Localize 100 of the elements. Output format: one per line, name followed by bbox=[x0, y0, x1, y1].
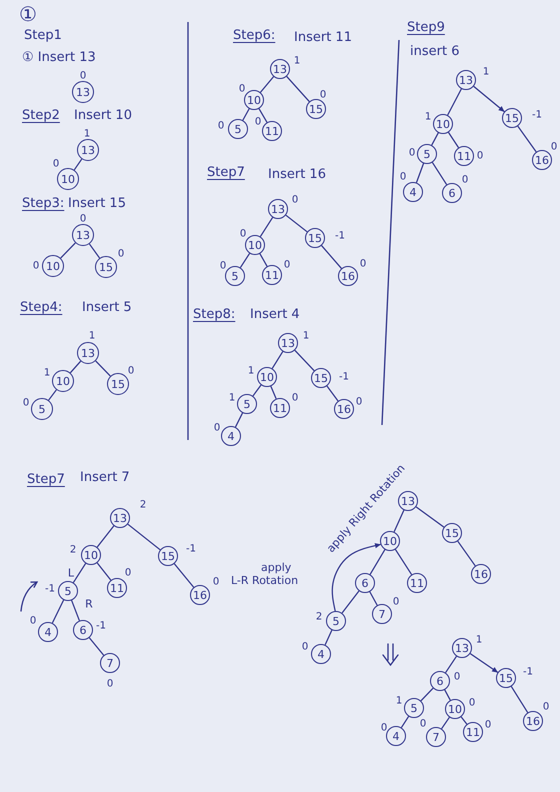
tree-edge bbox=[510, 686, 528, 713]
step-instruction: ① Insert 13 bbox=[22, 50, 96, 66]
balance-factor: 1 bbox=[396, 696, 402, 706]
tree-node: 5 bbox=[58, 581, 78, 601]
tree-node: 10 bbox=[42, 255, 64, 277]
balance-factor: 0 bbox=[420, 718, 426, 730]
step-heading: Step7 bbox=[27, 472, 65, 488]
balance-factor: 1 bbox=[248, 366, 254, 376]
tree-node: 15 bbox=[306, 99, 326, 119]
tree-node: 5 bbox=[404, 698, 424, 718]
tree-edge bbox=[431, 132, 439, 146]
tree-node: 13 bbox=[270, 59, 290, 79]
tree-edge bbox=[369, 591, 378, 606]
balance-factor: -1 bbox=[523, 666, 533, 678]
balance-factor: 0 bbox=[400, 172, 406, 182]
tree-node: 11 bbox=[454, 146, 474, 166]
tree-edge bbox=[174, 563, 194, 588]
tree-node: 7 bbox=[100, 653, 120, 673]
tree-edge bbox=[445, 656, 457, 674]
tree-node: 10 bbox=[81, 545, 101, 565]
tree-node: 13 bbox=[110, 508, 130, 528]
step-heading: Step3: bbox=[22, 196, 64, 212]
balance-factor: 0 bbox=[462, 174, 468, 186]
tree-edge bbox=[242, 108, 250, 121]
tree-node: 6 bbox=[430, 671, 450, 691]
rotation-note: apply L-R Rotation bbox=[231, 561, 300, 588]
tree-edge bbox=[324, 630, 332, 646]
tree-edge bbox=[72, 563, 86, 583]
tree-node: 11 bbox=[463, 722, 483, 742]
tree-node: 7 bbox=[426, 727, 446, 747]
balance-factor: -1 bbox=[532, 110, 542, 120]
tree-node: 10 bbox=[257, 367, 277, 387]
balance-factor: 2 bbox=[316, 612, 322, 622]
tree-edge bbox=[96, 562, 112, 581]
tree-node: 11 bbox=[107, 578, 127, 598]
tree-edge bbox=[420, 688, 434, 702]
balance-factor: 0 bbox=[392, 596, 400, 608]
step-instruction: Insert 16 bbox=[268, 167, 326, 183]
arrow bbox=[473, 86, 505, 112]
tree-node: 4 bbox=[38, 622, 58, 642]
step-instruction: Insert 11 bbox=[294, 30, 352, 46]
tree-node: 5 bbox=[31, 398, 53, 420]
balance-factor: 0 bbox=[292, 392, 298, 404]
balance-factor: 0 bbox=[106, 678, 114, 690]
tree-node: 16 bbox=[523, 711, 543, 731]
balance-factor: 0 bbox=[302, 642, 308, 652]
tree-node: 13 bbox=[268, 199, 288, 219]
tree-node: 15 bbox=[442, 523, 462, 543]
tree-node: 10 bbox=[433, 114, 453, 134]
step-instruction: Insert 5 bbox=[82, 300, 132, 316]
tree-node: 11 bbox=[407, 573, 427, 593]
tree-node: 15 bbox=[158, 546, 178, 566]
tree-node: 13 bbox=[72, 224, 94, 246]
balance-factor: 1 bbox=[302, 330, 310, 342]
tree-edge bbox=[448, 132, 460, 148]
tree-edge bbox=[71, 600, 80, 621]
tree-node: 13 bbox=[452, 638, 472, 658]
balance-factor: 0 bbox=[30, 616, 36, 626]
step-instruction: Insert 7 bbox=[80, 470, 130, 486]
arrow bbox=[470, 653, 498, 673]
tree-edge bbox=[286, 214, 308, 232]
tree-edge bbox=[517, 126, 537, 152]
step-heading: Step9 bbox=[407, 20, 445, 36]
tree-node: 4 bbox=[403, 182, 423, 202]
balance-factor: 0 bbox=[124, 568, 132, 578]
tree-node: 15 bbox=[107, 373, 129, 395]
tree-edge bbox=[432, 162, 448, 185]
tree-node: 10 bbox=[244, 90, 264, 110]
tree-edge bbox=[74, 158, 82, 170]
tree-node: 11 bbox=[270, 398, 290, 418]
balance-factor: 1 bbox=[482, 66, 490, 78]
step-heading: Step7 bbox=[207, 165, 245, 181]
page-number: ① bbox=[19, 2, 37, 26]
tree-edge bbox=[321, 245, 342, 269]
tree-node: 16 bbox=[334, 399, 354, 419]
balance-factor: 0 bbox=[80, 214, 86, 224]
tree-node: 15 bbox=[502, 108, 522, 128]
tree-node: 10 bbox=[52, 370, 74, 392]
tree-edge bbox=[95, 360, 111, 377]
step-heading: Step4: bbox=[20, 300, 62, 316]
tree-edge bbox=[270, 386, 277, 400]
balance-factor: 0 bbox=[118, 248, 124, 260]
tree-node: 5 bbox=[237, 394, 257, 414]
tree-node: 10 bbox=[57, 168, 79, 190]
balance-factor: 1 bbox=[84, 128, 90, 140]
tree-edge bbox=[259, 253, 268, 267]
balance-factor: 0 bbox=[408, 148, 416, 158]
tree-node: 15 bbox=[496, 668, 516, 688]
balance-factor: 0 bbox=[220, 260, 226, 272]
tree-node: 10 bbox=[445, 699, 465, 719]
balance-factor: 0 bbox=[380, 722, 388, 734]
balance-factor: 2 bbox=[70, 544, 76, 556]
balance-factor: 0 bbox=[218, 120, 224, 132]
balance-factor: 0 bbox=[254, 116, 262, 128]
tree-node: 15 bbox=[311, 368, 331, 388]
edge-label: R bbox=[84, 598, 94, 610]
balance-factor: 0 bbox=[80, 70, 86, 82]
balance-factor: 0 bbox=[22, 398, 30, 408]
curved-arrow bbox=[332, 543, 381, 612]
tree-node: 10 bbox=[380, 531, 400, 551]
